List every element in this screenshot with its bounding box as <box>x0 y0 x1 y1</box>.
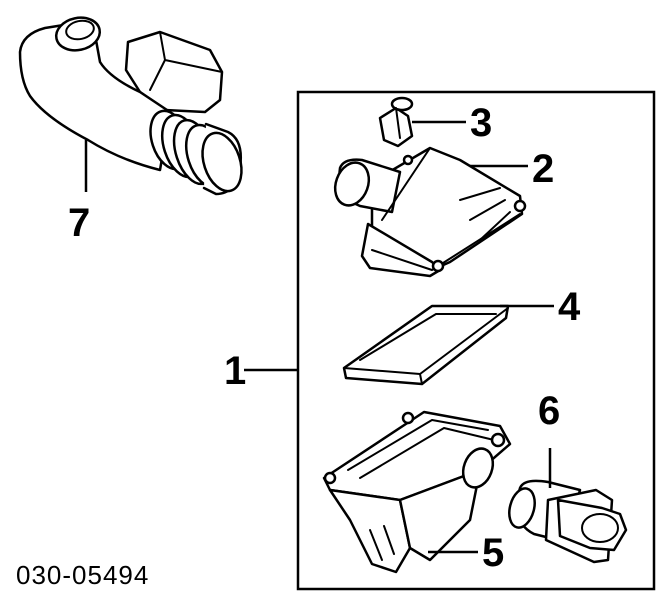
callout-7: 7 <box>68 201 90 245</box>
callout-2: 2 <box>532 147 554 191</box>
callout-6: 6 <box>538 389 560 433</box>
air-filter-part[interactable] <box>342 304 510 386</box>
callout-4: 4 <box>558 285 581 329</box>
assembly-frame <box>296 90 656 591</box>
callout-5: 5 <box>482 531 504 575</box>
intake-hose-part[interactable] <box>18 14 248 196</box>
catalog-number: 030-05494 <box>16 560 149 590</box>
air-cleaner-cover-part[interactable] <box>329 146 527 278</box>
callout-1: 1 <box>224 349 246 393</box>
air-cleaner-case-part[interactable] <box>322 410 512 574</box>
callout-3: 3 <box>470 101 492 145</box>
intake-duct-adapter-part[interactable] <box>505 479 628 564</box>
sensor-part[interactable] <box>378 96 414 148</box>
